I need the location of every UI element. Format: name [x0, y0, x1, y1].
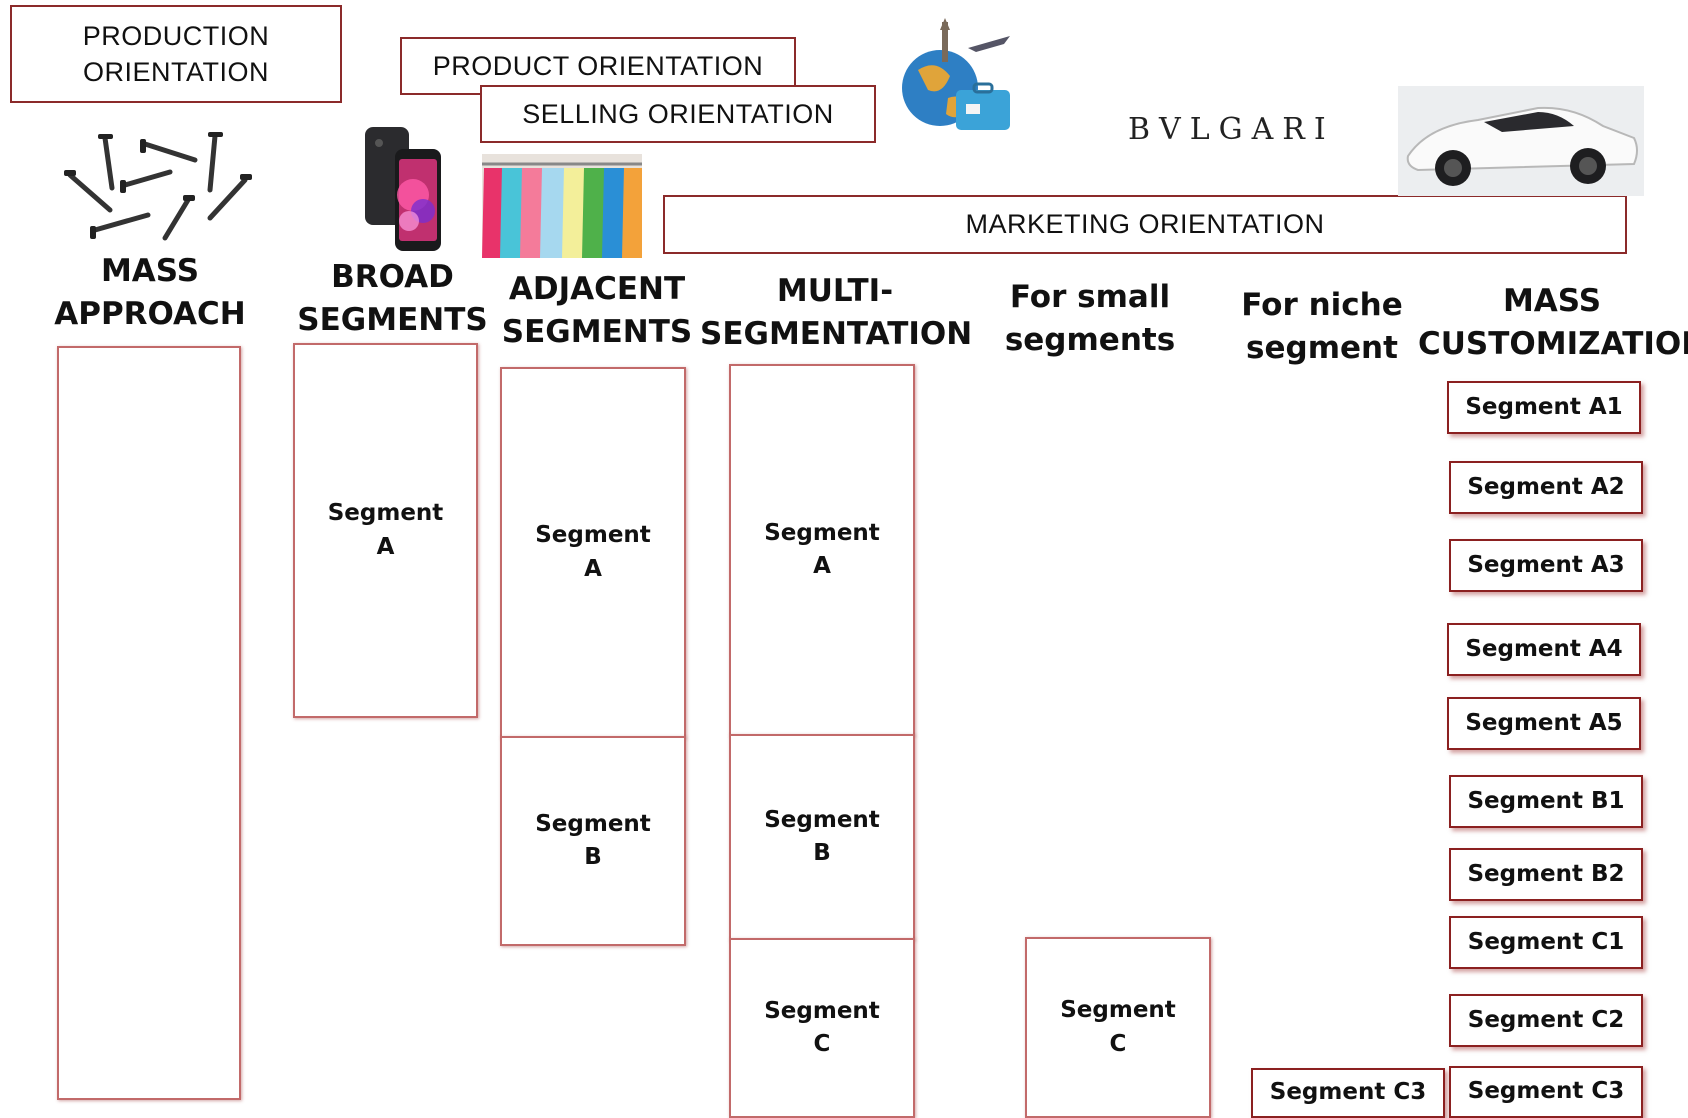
heading-adjacent-segments: ADJACENT SEGMENTS: [501, 271, 693, 351]
adjacent-segment-a: Segment A: [500, 367, 686, 738]
heading-mass-approach: MASS APPROACH: [54, 253, 246, 333]
customization-segment-a1: Segment A1: [1447, 381, 1641, 434]
multi-segment-b: Segment B: [729, 734, 915, 940]
smartphone-icon: [365, 127, 441, 251]
bvlgari-logo: BVLGARI: [1128, 112, 1335, 147]
production-orientation-box: PRODUCTION ORIENTATION: [10, 5, 342, 103]
customization-segment-c3: Segment C3: [1449, 1066, 1643, 1118]
small-segment-c: Segment C: [1025, 937, 1211, 1118]
travel-globe-icon: [902, 18, 1010, 130]
clothes-rack-icon: [482, 154, 642, 258]
customization-segment-c2: Segment C2: [1449, 994, 1643, 1047]
mass-approach-box: [57, 346, 241, 1100]
broad-segment-a: Segment A: [293, 343, 478, 718]
customization-segment-a5: Segment A5: [1447, 697, 1641, 750]
multi-segment-c: Segment C: [729, 938, 915, 1118]
customization-segment-c1: Segment C1: [1449, 916, 1643, 969]
nails-icon: [64, 132, 252, 241]
multi-segment-a: Segment A: [729, 364, 915, 736]
heading-multi-segmentation: MULTI- SEGMENTATION: [700, 273, 973, 353]
niche-segment-c3: Segment C3: [1251, 1068, 1445, 1118]
heading-niche-segment: For niche segment: [1241, 287, 1403, 367]
heading-small-segments: For small segments: [1004, 279, 1176, 359]
customization-segment-a4: Segment A4: [1447, 623, 1641, 676]
heading-broad-segments: BROAD SEGMENTS: [297, 259, 488, 339]
marketing-orientation-box: MARKETING ORIENTATION: [663, 195, 1627, 254]
customization-segment-a3: Segment A3: [1449, 539, 1643, 592]
adjacent-segment-b: Segment B: [500, 736, 686, 946]
selling-orientation-box: SELLING ORIENTATION: [480, 85, 876, 143]
customization-segment-b1: Segment B1: [1449, 775, 1643, 828]
customization-segment-b2: Segment B2: [1449, 848, 1643, 901]
heading-mass-customization: MASS CUSTOMIZATION: [1418, 283, 1688, 363]
customization-segment-a2: Segment A2: [1449, 461, 1643, 514]
sports-car-icon: [1398, 86, 1644, 196]
